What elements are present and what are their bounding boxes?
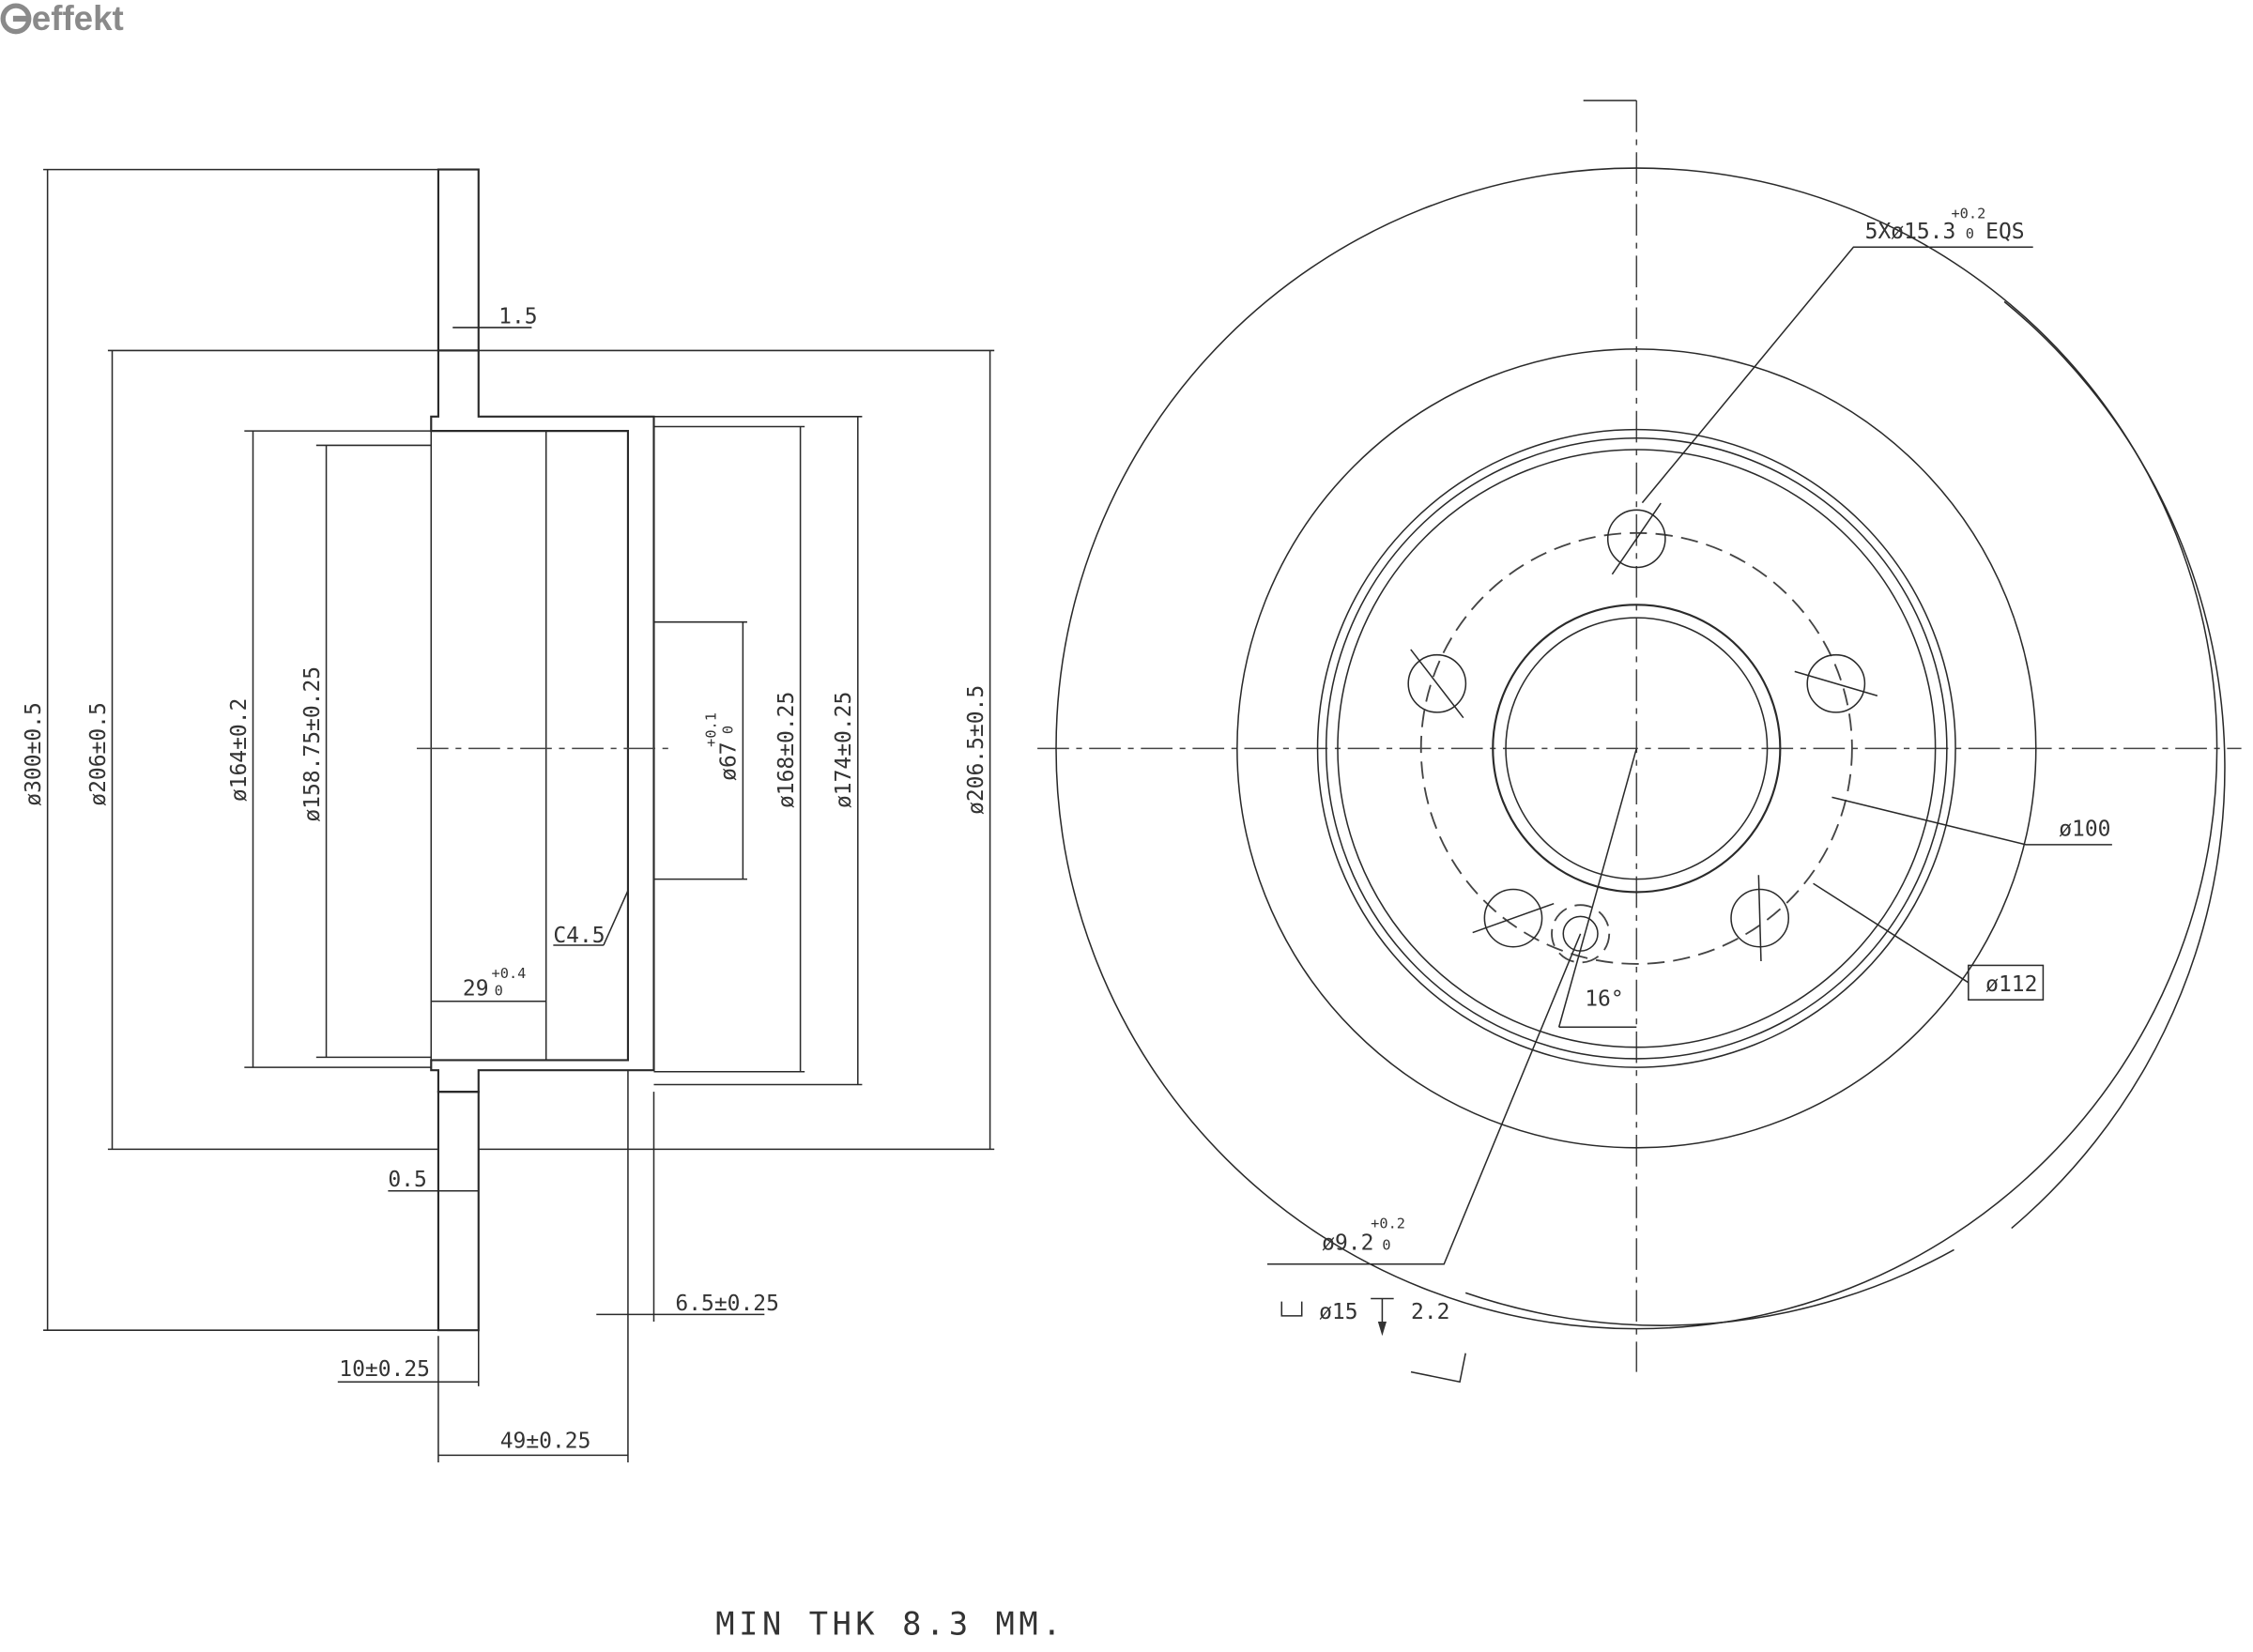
bolt-hole-centerline <box>1410 649 1464 719</box>
dim-d164: ø164±0.2 <box>227 698 252 802</box>
dim-6-5: 6.5±0.25 <box>675 1292 778 1316</box>
pcd-label: ø100 <box>2059 818 2110 842</box>
bolt-hole <box>1407 653 1467 713</box>
bolt-hole <box>1806 653 1866 713</box>
counterbore-depth: 2.2 <box>1411 1300 1449 1324</box>
dim-d206-5: ø206.5±0.5 <box>964 685 989 815</box>
bolt-hole-centerline <box>1757 875 1762 962</box>
dim-49: 49±0.25 <box>500 1430 591 1454</box>
dim-d158: ø158.75±0.25 <box>300 666 325 822</box>
min-thickness-note: MIN THK 8.3 MM. <box>715 1606 1065 1643</box>
depth-icon <box>1371 1297 1394 1325</box>
small-hole-tol-upper: +0.2 <box>1371 1216 1405 1232</box>
small-hole-label: ø9.2 <box>1322 1231 1373 1255</box>
bolt-hole-tol-lower: 0 <box>1966 225 1974 242</box>
dim-d206: ø206±0.5 <box>86 702 111 805</box>
counterbore-icon <box>1280 1301 1303 1317</box>
dim-29-tol-upper: +0.4 <box>492 965 527 982</box>
dim-d168: ø168±0.25 <box>774 692 799 808</box>
bolt-hole-centerline <box>1472 902 1555 934</box>
dim-d67-tol-lower: 0 <box>720 726 737 734</box>
rotor-ring-hatch <box>437 168 480 1332</box>
bolt-hole-label: 5Xø15.3 <box>1865 220 1956 244</box>
brand-logo: effekt <box>0 0 124 38</box>
dim-10: 10±0.25 <box>339 1357 430 1382</box>
dim-29: 29 <box>463 977 489 1002</box>
bolt-hole-centerline <box>1611 502 1662 575</box>
bolt-hole-centerline <box>1794 670 1878 696</box>
dim-0-5: 0.5 <box>388 1168 426 1192</box>
dim-29-tol-lower: 0 <box>495 983 503 1000</box>
dim-c4-5: C4.5 <box>553 924 605 948</box>
dim-d67-tol-upper: +0.1 <box>702 712 719 747</box>
section-view: ø300±0.5 ø206±0.5 ø164±0.2 ø158.75±0.25 … <box>22 168 1065 1643</box>
front-view: 5Xø15.3 +0.2 0 EQS ø100 ø112 16° ø9.2 +0… <box>1037 99 2242 1384</box>
bolt-hole-tol-upper: +0.2 <box>1951 206 1985 222</box>
bolt-hole <box>1483 888 1543 948</box>
dim-1-5: 1.5 <box>498 304 537 329</box>
bolt-hole <box>1730 888 1790 948</box>
dim-d300: ø300±0.5 <box>22 702 46 805</box>
counterbore-dia: ø15 <box>1319 1300 1357 1324</box>
small-hole-tol-lower: 0 <box>1382 1236 1390 1253</box>
hat-hatch <box>430 349 655 1094</box>
bolt-holes <box>1407 502 1878 962</box>
d112-label: ø112 <box>1985 972 2037 997</box>
dim-d174: ø174±0.25 <box>832 692 856 808</box>
brand-name: effekt <box>32 0 124 38</box>
bolt-hole <box>1606 509 1666 569</box>
bolt-hole-suffix: EQS <box>1985 220 2024 244</box>
dim-d67: ø67 <box>717 742 742 780</box>
angle-label: 16° <box>1585 987 1623 1011</box>
